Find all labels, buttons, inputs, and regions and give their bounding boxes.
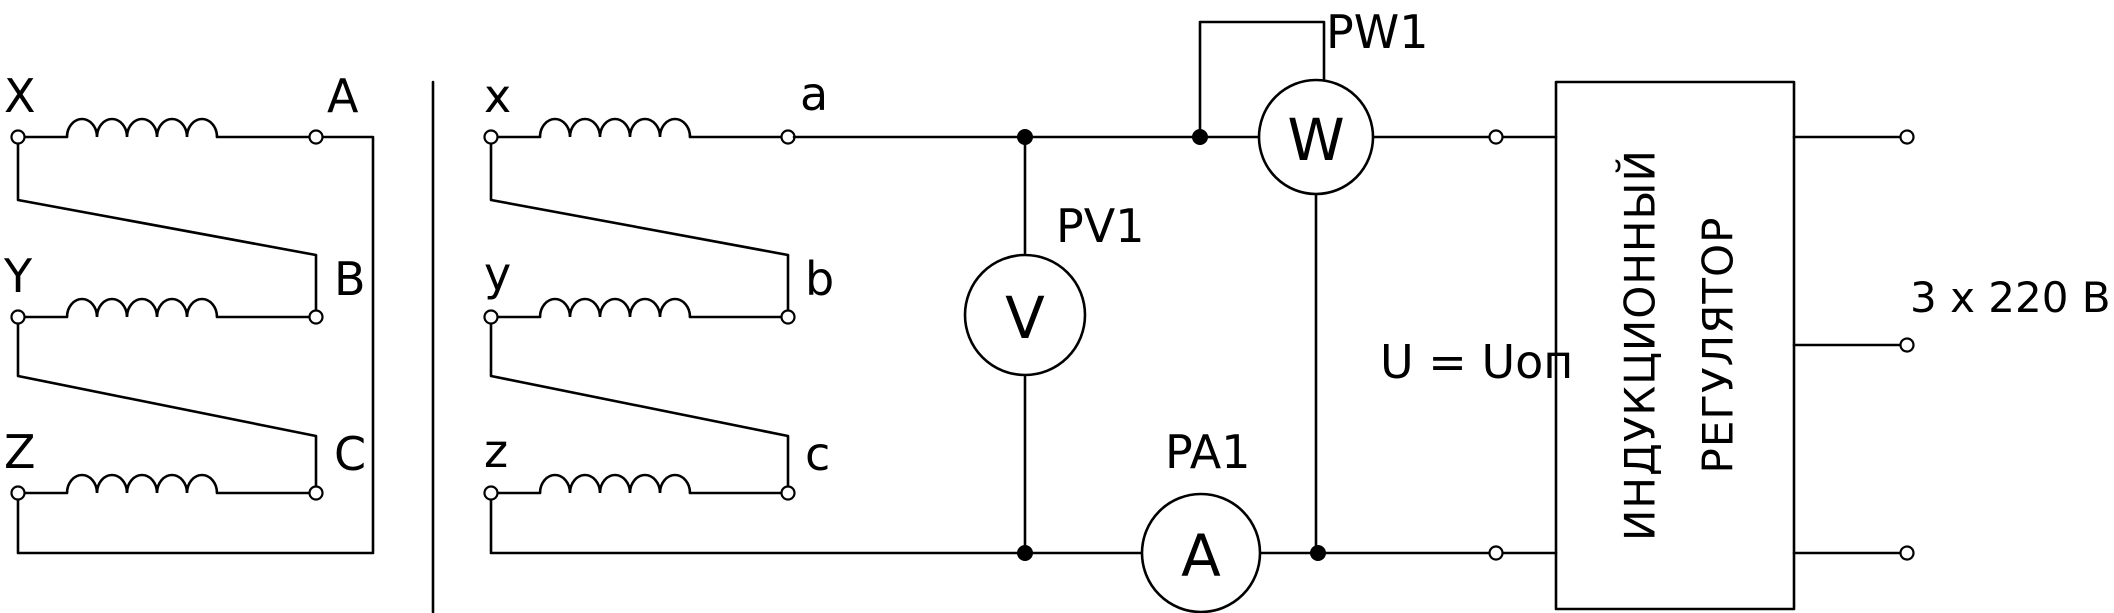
label-z: z [484,424,508,478]
terminal-c [780,485,796,501]
primary-coil-c [65,473,219,494]
ammeter-designation: PA1 [1165,425,1251,479]
measurement-circuit: W PW1 V PV1 A PA1 U = Uоп [792,5,1573,613]
regulator-input-terminal-top [1488,129,1504,145]
label-Z: Z [4,425,36,479]
label-b: b [805,252,834,306]
primary-winding: X Y Z A B C [3,69,375,555]
voltmeter-symbol: V [1005,284,1045,352]
label-Y: Y [3,249,33,303]
supply-label: 3 x 220 В [1910,273,2111,322]
wattmeter-pw1: W [1257,78,1375,196]
supply-terminal-1 [1899,129,1915,145]
terminal-x [483,129,499,145]
terminal-C [308,485,324,501]
label-X: X [4,69,36,123]
label-a: a [800,67,828,121]
wattmeter-symbol: W [1287,106,1344,174]
label-A: A [327,69,359,123]
wattmeter-designation: PW1 [1326,5,1429,59]
voltmeter-designation: PV1 [1056,199,1144,253]
regulator-input-terminal-bottom [1488,545,1504,561]
secondary-coil-a [538,117,692,138]
label-y: y [484,247,511,301]
label-C: C [334,427,366,481]
junction-top-voltmeter [1017,129,1033,145]
regulator-label-line1: ИНДУКЦИОННЫЙ [1615,149,1665,541]
terminal-b [780,309,796,325]
terminal-Z [10,485,26,501]
supply-terminals: 3 x 220 В [1792,129,2111,561]
regulator-label-line2: РЕГУЛЯТОР [1694,217,1743,474]
secondary-winding: x y z a b c [483,67,1027,555]
junction-bottom-voltmeter [1017,545,1033,561]
terminal-Y [10,309,26,325]
voltmeter-pv1: V [963,253,1087,377]
terminal-y [483,309,499,325]
primary-coil-a [65,117,219,138]
label-c: c [805,427,830,481]
label-x: x [484,69,511,123]
supply-terminal-2 [1899,337,1915,353]
label-B: B [334,252,366,306]
primary-coil-b [65,297,219,318]
induction-regulator: ИНДУКЦИОННЫЙ РЕГУЛЯТОР [1554,80,1796,611]
supply-terminal-3 [1899,545,1915,561]
ammeter-pa1: A [1140,492,1262,613]
terminal-B [308,309,324,325]
voltage-label: U = Uоп [1380,335,1573,389]
secondary-coil-c [538,473,692,494]
ammeter-symbol: A [1181,522,1221,590]
terminal-X [10,129,26,145]
terminal-z [483,485,499,501]
junction-bottom-wattmeter [1310,545,1326,561]
terminal-A [308,129,324,145]
junction-top-wattmeter [1192,129,1208,145]
secondary-coil-b [538,297,692,318]
terminal-a [780,129,796,145]
